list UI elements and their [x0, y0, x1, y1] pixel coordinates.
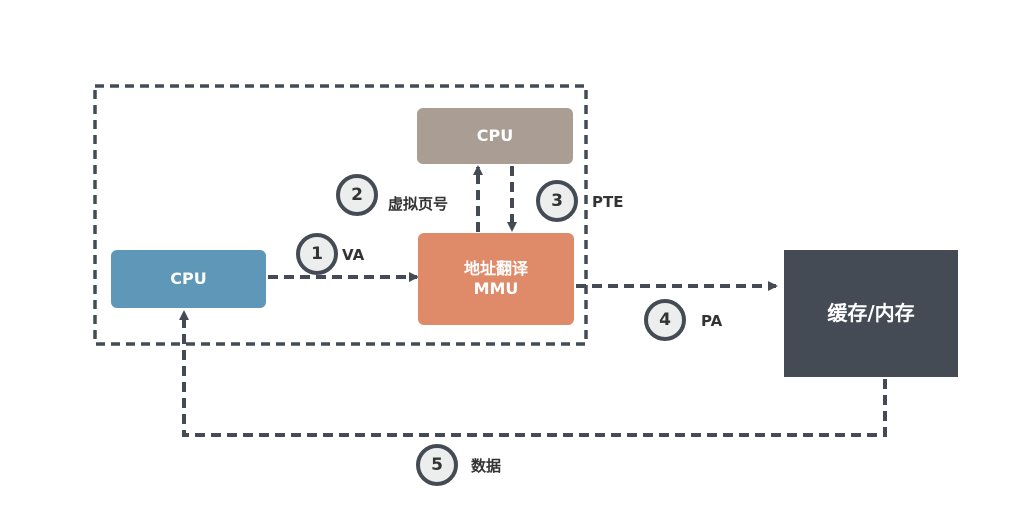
mmu-title: 地址翻译	[463, 259, 528, 278]
step-4-badge: 4	[644, 299, 686, 341]
step-2-label: 虚拟页号	[388, 195, 449, 213]
step-5-number: 5	[431, 455, 443, 475]
step-2-number: 2	[351, 185, 363, 205]
step-2-badge: 2	[336, 174, 378, 216]
dashed-boundary	[93, 84, 588, 346]
step-1-badge: 1	[296, 233, 338, 275]
step-4-label: PA	[701, 312, 723, 330]
memory-box: 缓存/内存	[784, 250, 958, 377]
step-1-label: VA	[342, 246, 365, 264]
cpu-top-box: CPU	[417, 108, 573, 164]
step-4-number: 4	[659, 310, 671, 330]
step-3-badge: 3	[536, 180, 578, 222]
mmu-subtitle: MMU	[473, 279, 519, 298]
step-1-number: 1	[311, 244, 323, 264]
cpu-box-label: CPU	[170, 269, 207, 288]
cpu-box: CPU	[111, 250, 266, 308]
step-3-number: 3	[551, 191, 563, 211]
mmu-box: 地址翻译 MMU	[418, 233, 574, 325]
memory-box-label: 缓存/内存	[827, 301, 915, 325]
cpu-top-box-label: CPU	[476, 126, 514, 145]
step-5-badge: 5	[416, 444, 458, 486]
step-3-label: PTE	[592, 193, 624, 211]
arrow-data	[179, 310, 887, 437]
step-5-label: 数据	[471, 457, 502, 475]
